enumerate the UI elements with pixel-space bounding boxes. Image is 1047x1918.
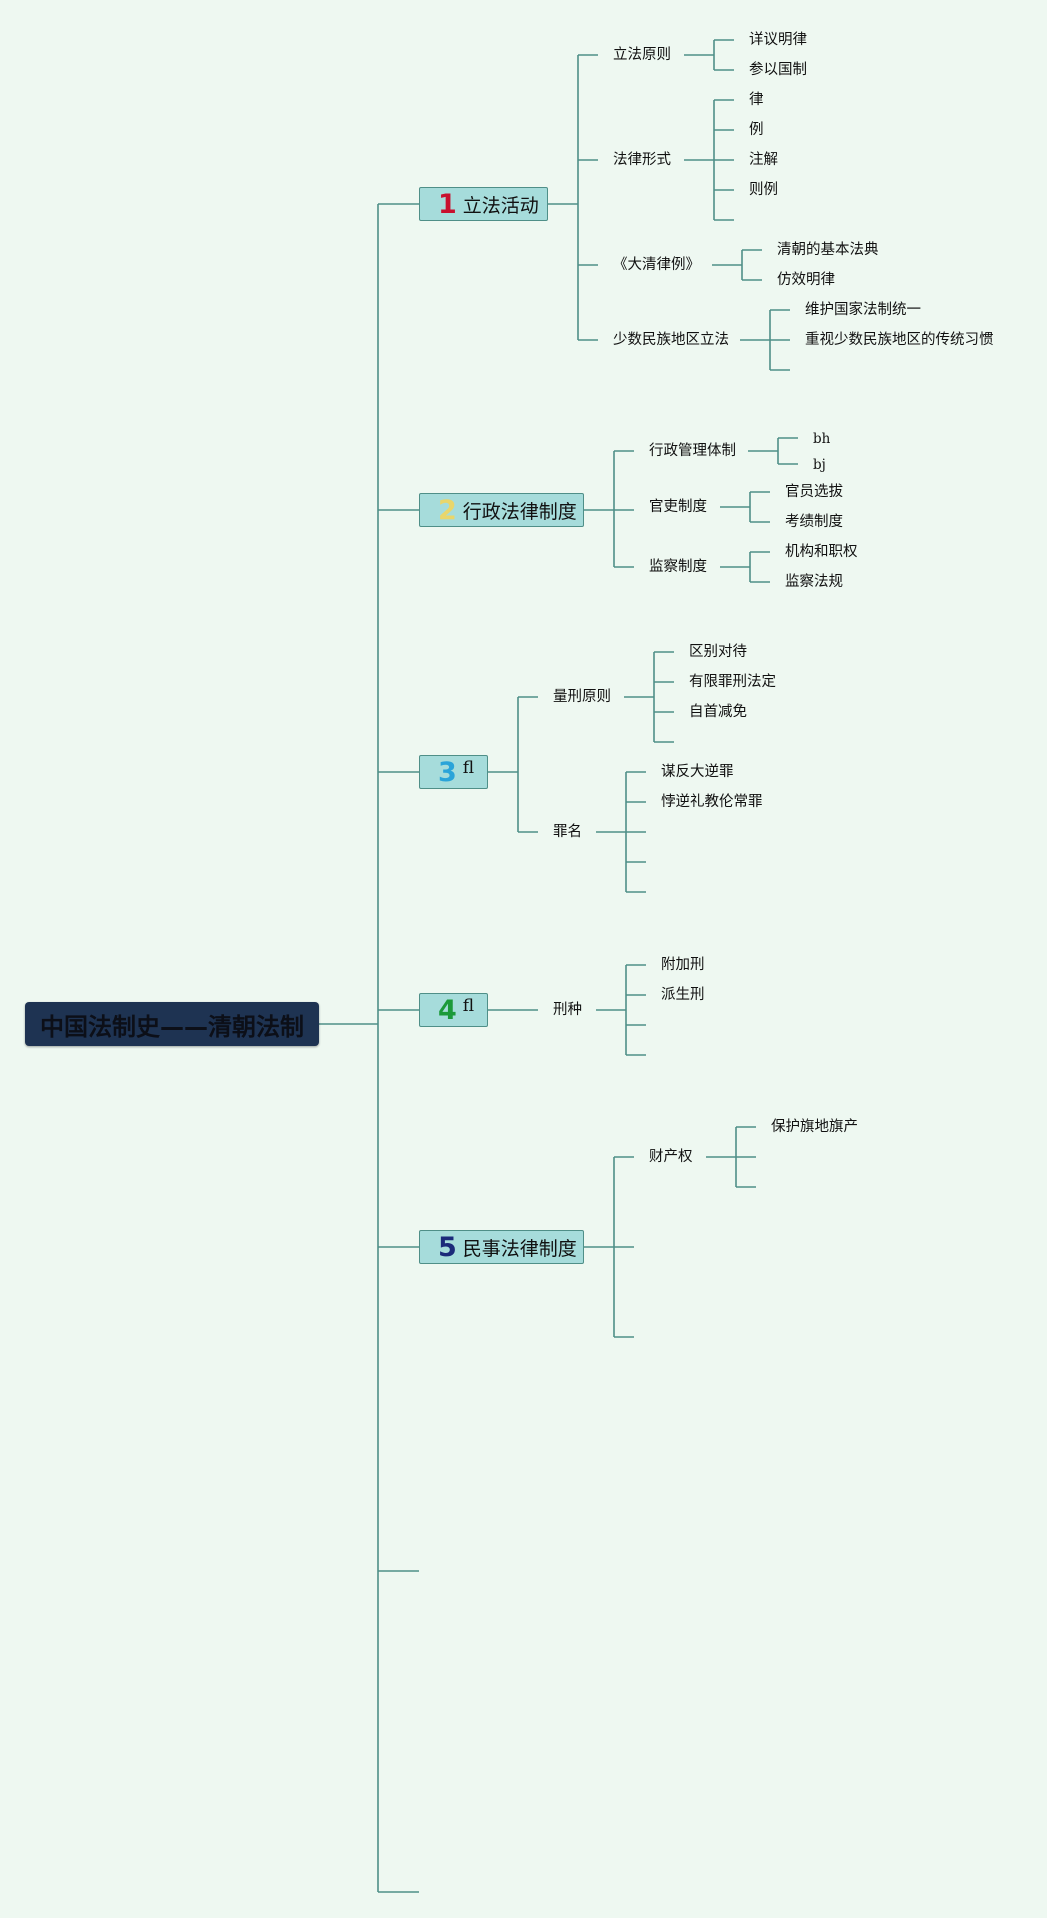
branch-number: 3 <box>438 756 457 788</box>
topic-label[interactable]: 罪名 <box>553 824 582 840</box>
leaf-label[interactable]: bh <box>813 431 831 447</box>
leaf-label[interactable]: 重视少数民族地区的传统习惯 <box>805 332 994 348</box>
leaf-label[interactable]: 有限罪刑法定 <box>689 674 776 690</box>
leaf-label[interactable]: 详议明律 <box>749 32 807 48</box>
leaf-label[interactable]: 区别对待 <box>689 644 747 660</box>
branch-number: 1 <box>438 188 457 220</box>
topic-label[interactable]: 财产权 <box>649 1149 693 1165</box>
topic-label[interactable]: 少数民族地区立法 <box>613 332 729 348</box>
branch-title: fl <box>462 996 475 1016</box>
leaf-label[interactable]: 维护国家法制统一 <box>805 302 921 318</box>
leaf-label[interactable]: 机构和职权 <box>785 544 858 560</box>
branch-node-4[interactable]: 4 fl <box>419 993 488 1027</box>
leaf-label[interactable]: 派生刑 <box>661 987 705 1003</box>
branch-title: 民事法律制度 <box>462 1237 577 1260</box>
leaf-label[interactable]: 仿效明律 <box>777 272 835 288</box>
leaf-label[interactable]: 考绩制度 <box>785 514 843 530</box>
leaf-label[interactable]: 参以国制 <box>749 62 807 78</box>
leaf-label[interactable]: 附加刑 <box>661 957 705 973</box>
branch-title: fl <box>462 758 475 778</box>
branch-node-5[interactable]: 5 民事法律制度 <box>419 1230 584 1264</box>
topic-label[interactable]: 法律形式 <box>613 152 671 168</box>
leaf-label[interactable]: 注解 <box>749 152 778 168</box>
branch-node-1[interactable]: 1 立法活动 <box>419 187 548 221</box>
leaf-label[interactable]: 悖逆礼教伦常罪 <box>661 794 763 810</box>
branch-number: 2 <box>438 494 457 526</box>
leaf-label[interactable]: 清朝的基本法典 <box>777 242 879 258</box>
topic-label[interactable]: 量刑原则 <box>553 689 611 705</box>
leaf-label[interactable]: 律 <box>749 92 764 108</box>
topic-label[interactable]: 《大清律例》 <box>613 257 700 273</box>
leaf-label[interactable]: 自首减免 <box>689 704 747 720</box>
root-node[interactable]: 中国法制史——清朝法制 <box>25 1002 319 1046</box>
leaf-label[interactable]: 例 <box>749 122 764 138</box>
branch-node-2[interactable]: 2 行政法律制度 <box>419 493 584 527</box>
topic-label[interactable]: 监察制度 <box>649 559 707 575</box>
topic-label[interactable]: 立法原则 <box>613 47 671 63</box>
branch-title: 行政法律制度 <box>462 500 577 523</box>
topic-label[interactable]: 官吏制度 <box>649 499 707 515</box>
topic-label[interactable]: 刑种 <box>553 1002 582 1018</box>
leaf-label[interactable]: 官员选拔 <box>785 484 843 500</box>
branch-number: 4 <box>438 994 457 1026</box>
branch-number: 5 <box>438 1231 457 1263</box>
topic-label[interactable]: 行政管理体制 <box>649 443 736 459</box>
leaf-label[interactable]: 保护旗地旗产 <box>771 1119 858 1135</box>
branch-title: 立法活动 <box>462 194 539 217</box>
leaf-label[interactable]: bj <box>813 457 826 473</box>
leaf-label[interactable]: 则例 <box>749 182 778 198</box>
root-title: 中国法制史——清朝法制 <box>40 1012 304 1041</box>
leaf-label[interactable]: 监察法规 <box>785 574 843 590</box>
leaf-label[interactable]: 谋反大逆罪 <box>661 764 734 780</box>
branch-node-3[interactable]: 3 fl <box>419 755 488 789</box>
